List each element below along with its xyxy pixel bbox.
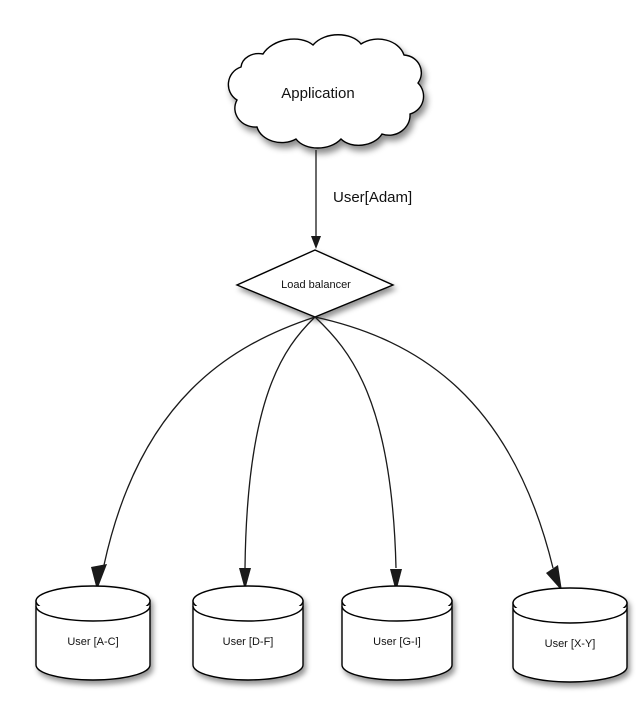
database-icon [192, 585, 304, 681]
load-balancer-label: Load balancer [281, 279, 351, 291]
arrow-head-app-lb [311, 236, 321, 249]
node-database-3[interactable]: User [X-Y] [512, 587, 628, 683]
arrow-head-lb-db1 [239, 568, 251, 590]
edge-lb-to-db-1 [239, 316, 316, 590]
database-icon [35, 585, 151, 681]
database-icon [512, 587, 628, 683]
edge-application-to-load-balancer: User[Adam] [311, 150, 412, 249]
edge-label-user-adam: User[Adam] [333, 189, 412, 206]
edge-lb-to-db-3 [314, 316, 562, 591]
edge-curve-lb-db2 [314, 316, 397, 569]
edge-curve-lb-db0 [103, 316, 316, 566]
node-database-1[interactable]: User [D-F] [192, 585, 304, 681]
database-label-2: User [G-I] [373, 636, 421, 648]
node-load-balancer[interactable]: Load balancer [235, 249, 395, 318]
edge-lb-to-db-0 [91, 316, 316, 590]
node-database-2[interactable]: User [G-I] [341, 585, 453, 681]
application-label: Application [281, 85, 354, 102]
edge-curve-lb-db1 [244, 316, 316, 569]
node-application[interactable]: Application [227, 34, 425, 149]
arrow-head-lb-db3 [546, 565, 562, 591]
database-icon [341, 585, 453, 681]
database-label-1: User [D-F] [223, 636, 274, 648]
database-label-3: User [X-Y] [545, 638, 596, 650]
edge-curve-lb-db3 [314, 316, 554, 569]
arrow-head-lb-db2 [390, 569, 402, 592]
cloud-icon [227, 34, 425, 149]
arrow-head-lb-db0 [91, 564, 107, 590]
database-label-0: User [A-C] [67, 636, 118, 648]
node-database-0[interactable]: User [A-C] [35, 585, 151, 681]
edge-lb-to-db-2 [314, 316, 402, 592]
